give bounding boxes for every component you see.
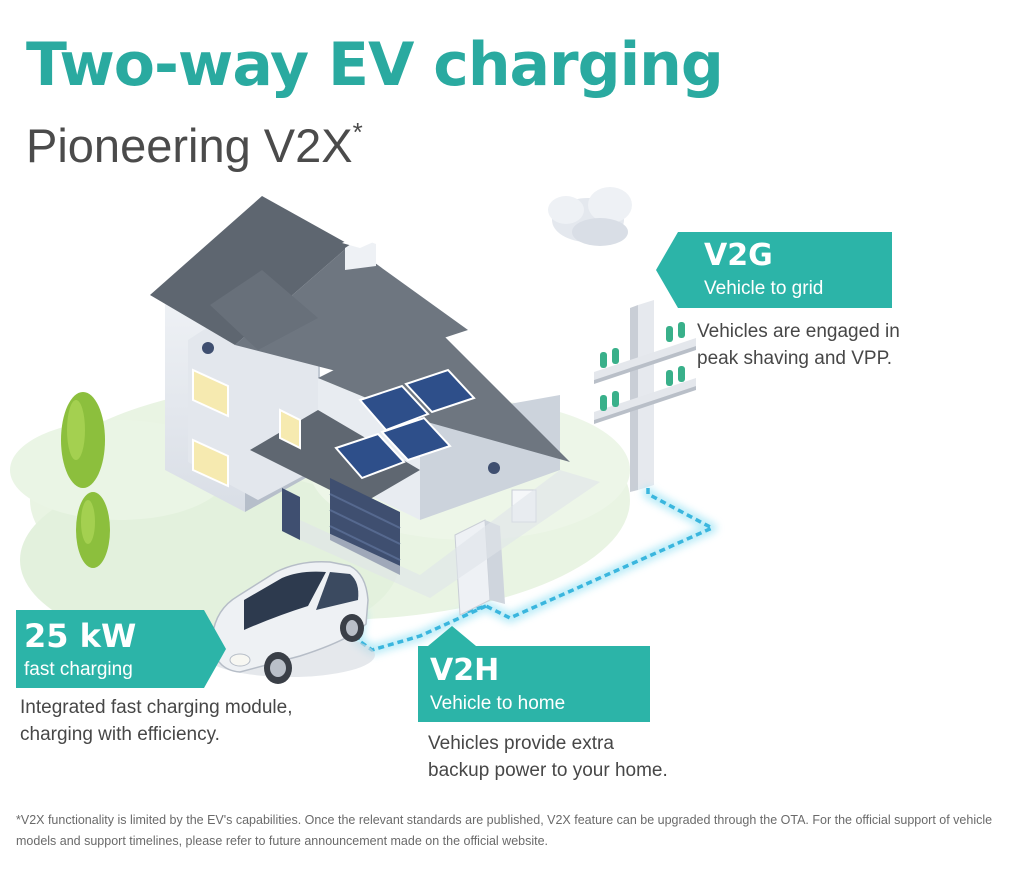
v2g-description: Vehicles are engaged in peak shaving and… — [697, 318, 900, 372]
v2h-description-line: Vehicles provide extra — [428, 733, 614, 754]
v2g-sublabel: Vehicle to grid — [704, 278, 824, 299]
fast-charging-banner: 25 kW fast charging — [16, 610, 204, 688]
utility-pole-icon — [594, 300, 696, 492]
v2h-sublabel: Vehicle to home — [430, 693, 566, 714]
v2h-banner-arrow — [428, 626, 476, 646]
v2g-label: V2G — [704, 238, 773, 273]
fast-charging-description-line: charging with efficiency. — [20, 724, 220, 745]
v2g-banner: V2G Vehicle to grid — [678, 232, 892, 308]
fast-charging-label: 25 kW — [24, 617, 137, 655]
subtitle-footnote-mark: * — [352, 117, 363, 148]
fast-charging-banner-arrow — [204, 610, 226, 688]
v2h-banner: V2H Vehicle to home — [418, 646, 650, 722]
v2g-banner-arrow — [656, 232, 678, 308]
house — [150, 196, 600, 616]
bush-icon — [61, 392, 110, 568]
page-subtitle: Pioneering V2X* — [26, 117, 363, 173]
page-title: Two-way EV charging — [26, 30, 724, 100]
v2g-description-line: Vehicles are engaged in — [697, 321, 900, 342]
v2h-label: V2H — [430, 653, 500, 688]
subtitle-text: Pioneering V2X — [26, 119, 353, 172]
fast-charging-description: Integrated fast charging module, chargin… — [20, 694, 293, 748]
v2h-description-line: backup power to your home. — [428, 760, 668, 781]
solar-panel-icon — [334, 368, 476, 480]
v2h-description: Vehicles provide extra backup power to y… — [428, 730, 668, 784]
cloud-icon — [548, 187, 632, 246]
car-icon — [205, 560, 375, 684]
fast-charging-description-line: Integrated fast charging module, — [20, 697, 293, 718]
fast-charging-sublabel: fast charging — [24, 659, 133, 680]
v2g-description-line: peak shaving and VPP. — [697, 348, 893, 369]
footnote: *V2X functionality is limited by the EV'… — [16, 813, 993, 848]
